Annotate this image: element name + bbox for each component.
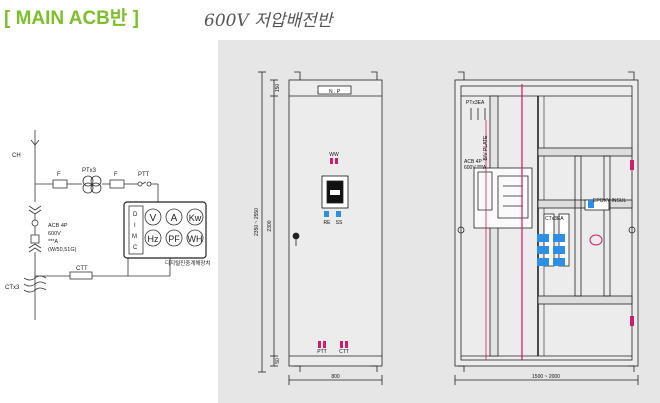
side-insul-label: EPOXY INSUL	[593, 198, 626, 204]
fuse-label-1: F	[57, 172, 61, 178]
fuse-label-2: F	[114, 172, 118, 178]
side-acb-line-2: 600V ***A	[464, 165, 487, 171]
re-label: RE	[324, 220, 332, 226]
ss-label: SS	[336, 220, 343, 226]
side-pt-label: PTx3EA	[466, 100, 485, 106]
height-dim-outer: 2350 ~ 2550	[254, 208, 260, 236]
height-dim-inner: 2300	[267, 220, 273, 231]
side-ct-label: CTx3EA	[545, 216, 564, 222]
width-dim: 800	[331, 374, 340, 380]
ww-label: WW	[329, 152, 339, 158]
front-ctt-label: CTT	[339, 349, 349, 355]
meter-caption: 디지털진중계해장치	[165, 259, 211, 267]
acb-line-1: ACB 4P	[48, 223, 68, 229]
pt-label: PTx3	[82, 168, 97, 174]
np-plate: N . P	[329, 89, 341, 95]
meter-wh: WH	[188, 234, 203, 244]
ct-label: CTx3	[5, 285, 20, 291]
source-label: CH	[12, 153, 21, 159]
side-view	[454, 71, 639, 385]
single-line-labels: CH F F PTx3 PTT ACB 4P 600V ***A (W/50,5…	[5, 153, 211, 291]
page-title: [ MAIN ACB반 ]	[4, 8, 139, 29]
acb-line-4: (W/50,51G)	[48, 247, 77, 253]
meter-pf: PF	[168, 234, 180, 244]
meter-hz: Hz	[148, 234, 159, 244]
side-acb-line-1: ACB 4P	[464, 159, 482, 165]
front-ptt-label: PTT	[317, 349, 326, 355]
meter-letter-c: C	[133, 245, 138, 251]
acb-line-3: ***A	[48, 239, 58, 245]
meter-letter-d: D	[133, 212, 138, 218]
side-view-labels: PTx3EA B/V PLATE ACB 4P 600V ***A CTx3EA…	[464, 100, 626, 380]
meter-letter-i: I	[134, 223, 136, 229]
acb-line-2: 600V	[48, 231, 61, 237]
front-view-colored-marks	[318, 158, 348, 348]
front-view	[258, 71, 383, 385]
side-view-colored-marks	[485, 84, 634, 360]
bottom-dim: 50	[275, 358, 281, 364]
front-view-labels: N . P 150 2350 ~ 2550 2300 50 800 WW RE …	[254, 84, 349, 380]
single-line-diagram	[23, 130, 207, 320]
ptt-label: PTT	[138, 172, 150, 178]
ctt-label: CTT	[76, 266, 88, 272]
side-width-dim: 1500 ~ 2000	[532, 374, 560, 380]
meter-a: A	[171, 213, 178, 224]
top-dim: 150	[275, 84, 281, 93]
meter-v: V	[150, 213, 157, 224]
meter-kw: Kw	[189, 213, 202, 223]
side-plate-label: B/V PLATE	[483, 135, 489, 161]
page-subtitle: 600V 저압배전반	[204, 11, 333, 31]
meter-letter-m: M	[132, 234, 137, 240]
